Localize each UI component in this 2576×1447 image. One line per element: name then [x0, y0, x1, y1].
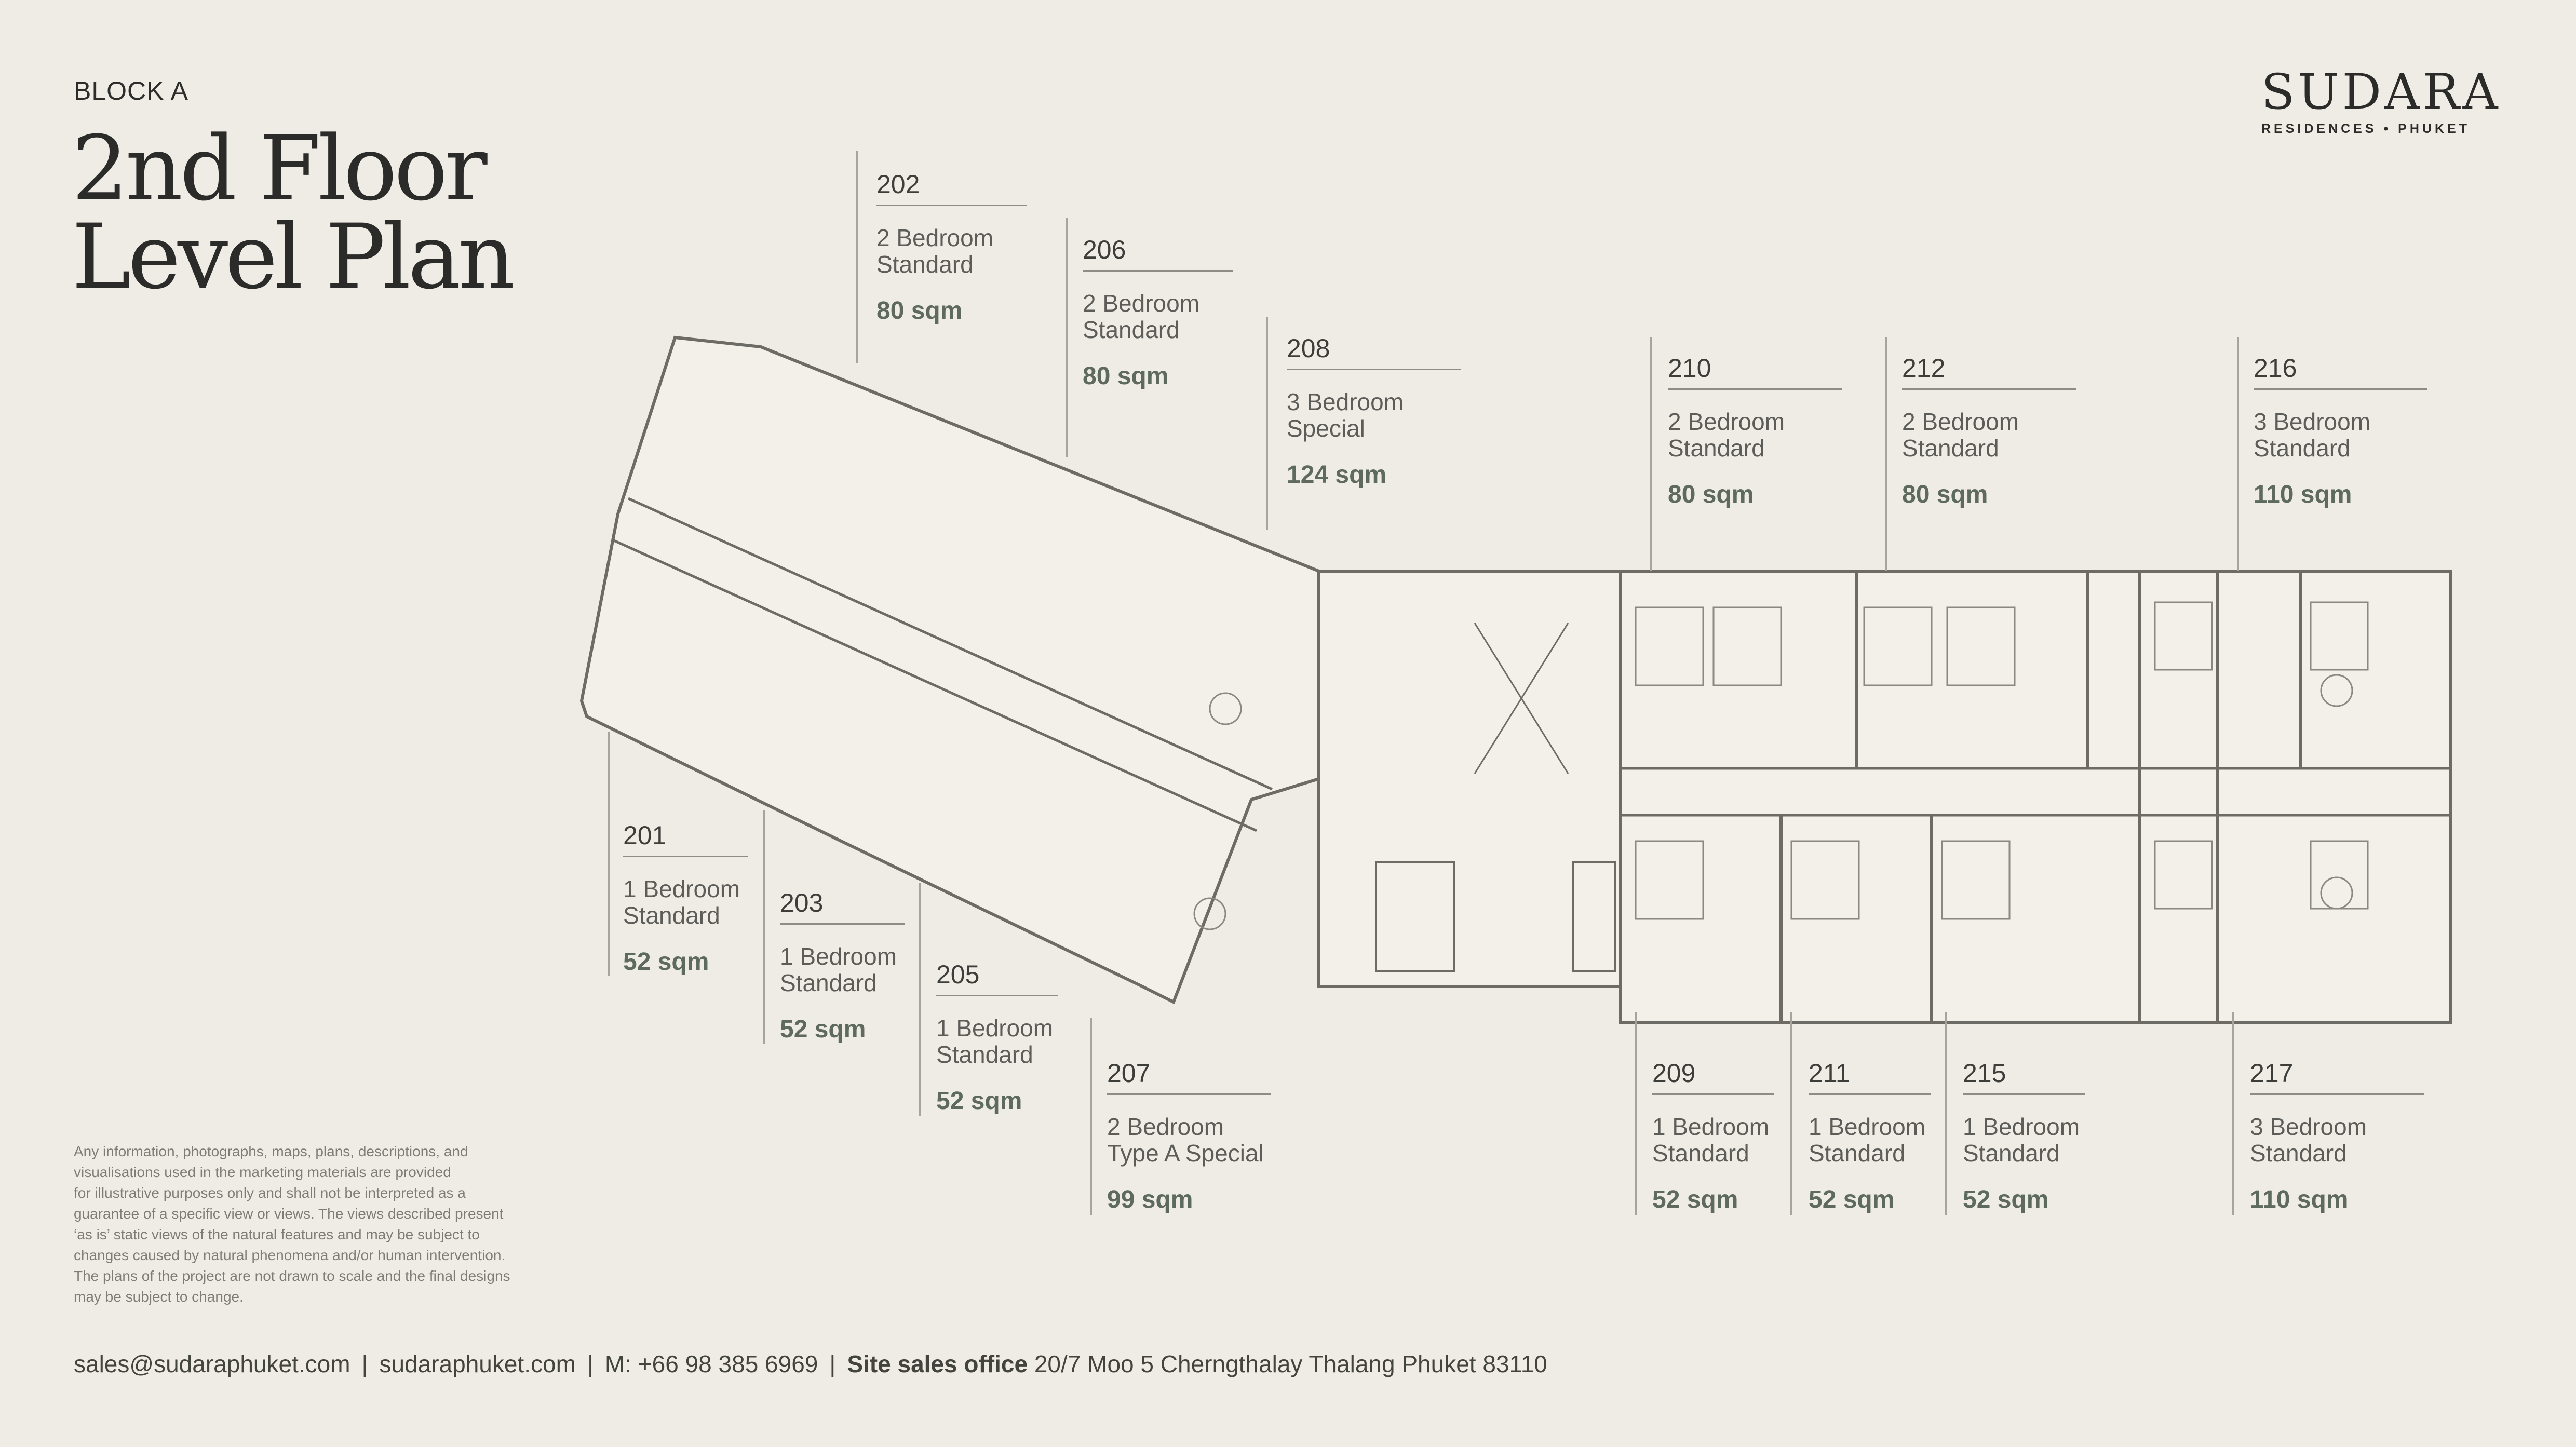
- unit-area: 124 sqm: [1287, 461, 1387, 489]
- unit-area: 52 sqm: [1809, 1186, 1895, 1213]
- contact-footer: sales@sudaraphuket.com | sudaraphuket.com |…: [74, 1350, 1547, 1378]
- unit-area: 52 sqm: [780, 1016, 866, 1043]
- unit-number: 206: [1083, 235, 1126, 264]
- unit-area: 52 sqm: [1652, 1186, 1738, 1213]
- floor-plan-right-wing: [1619, 570, 2452, 1024]
- phone-number[interactable]: M: +66 98 385 6969: [604, 1350, 818, 1377]
- website-link[interactable]: sudaraphuket.com: [379, 1350, 576, 1377]
- disclaimer: Any information, photographs, maps, plan…: [74, 1143, 510, 1305]
- unit-underline: [1809, 1093, 1931, 1095]
- unit-underline: [936, 995, 1058, 996]
- unit-area: 52 sqm: [623, 948, 709, 976]
- unit-underline: [1083, 270, 1233, 272]
- unit-underline: [1107, 1093, 1271, 1095]
- unit-area: 110 sqm: [2254, 481, 2352, 508]
- separator: |: [829, 1350, 836, 1377]
- unit-number: 201: [623, 821, 667, 850]
- unit-number: 217: [2250, 1059, 2294, 1088]
- separator: |: [361, 1350, 368, 1377]
- separator: |: [587, 1350, 594, 1377]
- unit-underline: [876, 205, 1027, 206]
- unit-underline: [623, 856, 748, 857]
- unit-underline: [1902, 388, 2076, 390]
- unit-area: 110 sqm: [2250, 1186, 2349, 1213]
- unit-number: 209: [1652, 1059, 1696, 1088]
- block-label: BLOCK A: [74, 76, 188, 105]
- email-link[interactable]: sales@sudaraphuket.com: [74, 1350, 350, 1377]
- brand-tagline: RESIDENCES • PHUKET: [2261, 121, 2470, 136]
- office-label: Site sales office: [847, 1350, 1028, 1377]
- page-title-line2: Level Plan: [72, 205, 516, 309]
- unit-underline: [1287, 369, 1461, 370]
- unit-area: 80 sqm: [1902, 481, 1988, 508]
- unit-number: 210: [1668, 354, 1711, 383]
- brand-name: SUDARA: [2261, 64, 2501, 120]
- unit-number: 205: [936, 960, 980, 989]
- unit-area: 80 sqm: [1668, 481, 1754, 508]
- unit-underline: [1963, 1093, 2085, 1095]
- unit-number: 203: [780, 888, 824, 917]
- floor-plan-diagonal-wing: [579, 335, 1320, 1005]
- unit-underline: [2250, 1093, 2424, 1095]
- unit-area: 52 sqm: [1963, 1186, 2049, 1213]
- unit-area: 99 sqm: [1107, 1186, 1193, 1213]
- unit-number: 207: [1107, 1059, 1151, 1088]
- unit-number: 208: [1287, 334, 1330, 363]
- unit-number: 215: [1963, 1059, 2006, 1088]
- unit-underline: [780, 923, 905, 925]
- page-title: 2nd Floor Level Plan: [72, 116, 516, 309]
- unit-area: 80 sqm: [1083, 362, 1169, 390]
- unit-underline: [1652, 1093, 1774, 1095]
- unit-number: 216: [2254, 354, 2297, 383]
- unit-area: 80 sqm: [876, 297, 963, 324]
- unit-number: 202: [876, 170, 920, 199]
- unit-underline: [1668, 388, 1842, 390]
- brand-logo: SUDARA RESIDENCES • PHUKET: [2261, 64, 2501, 137]
- unit-underline: [2254, 388, 2427, 390]
- office-address: 20/7 Moo 5 Cherngthalay Thalang Phuket 8…: [1034, 1350, 1547, 1377]
- unit-area: 52 sqm: [936, 1087, 1022, 1115]
- unit-number: 211: [1809, 1059, 1850, 1088]
- unit-number: 212: [1902, 354, 1946, 383]
- page-title-line1: 2nd Floor: [72, 116, 488, 221]
